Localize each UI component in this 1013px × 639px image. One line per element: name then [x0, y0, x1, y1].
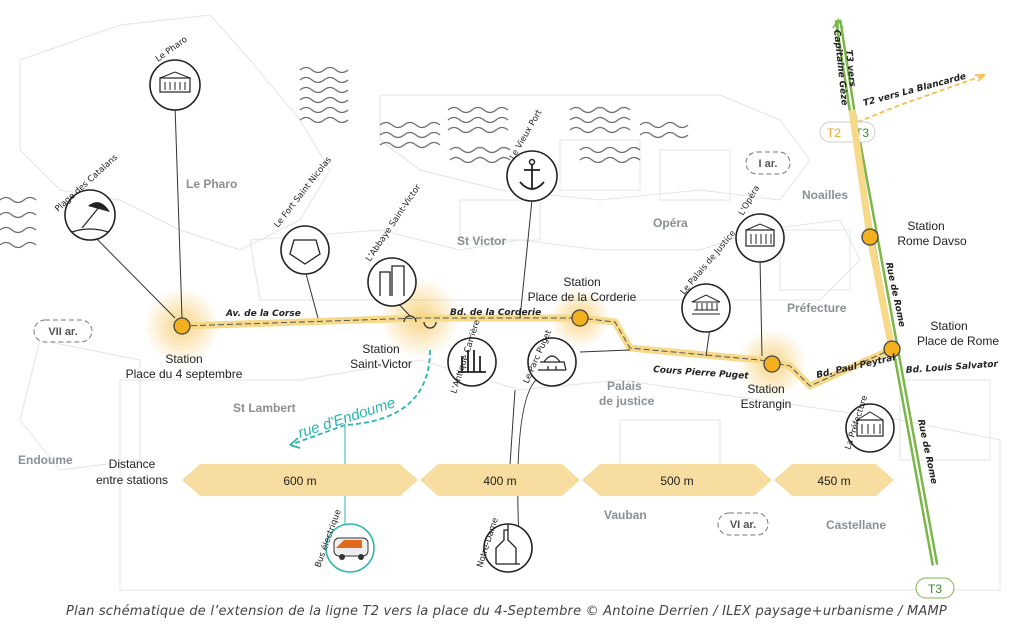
district-castellane: Castellane — [826, 518, 886, 532]
endoume-connection — [289, 349, 431, 528]
t3-bottom-badge: T3 — [915, 577, 955, 599]
district-st-victor: St Victor — [457, 234, 506, 248]
anchor-icon — [519, 164, 545, 190]
svg-text:Le Fort Saint Nicolas: Le Fort Saint Nicolas — [272, 155, 334, 230]
station-place-de-rome-marker[interactable] — [883, 340, 901, 358]
distance-value-1: 600 m — [283, 474, 316, 488]
station-place-de-rome-line1: Station — [930, 319, 967, 333]
palace-icon — [159, 77, 191, 93]
landmark-abbaye-saint-victor[interactable]: L'Abbaye Saint-Victor — [364, 182, 424, 307]
district-st-lambert: St Lambert — [233, 401, 296, 415]
district-le-pharo: Le Pharo — [186, 177, 237, 191]
distance-segment-2 — [420, 464, 580, 496]
map-caption: Plan schématique de l’extension de la li… — [66, 604, 947, 619]
station-estrangin-marker[interactable] — [763, 355, 781, 373]
basilica-icon — [495, 524, 520, 565]
distance-segment-1 — [182, 464, 418, 496]
ruins-icon — [458, 350, 486, 373]
svg-text:I ar.: I ar. — [759, 158, 778, 170]
landmark-palais-justice[interactable]: Le Palais de Justice — [679, 229, 739, 333]
fort-icon — [289, 239, 321, 265]
station-4-septembre-line2: Place du 4 septembre — [126, 367, 243, 381]
street-av-corse: Av. de la Corse — [225, 309, 301, 319]
station-estrangin-line1: Station — [747, 382, 784, 396]
distance-value-4: 450 m — [817, 474, 850, 488]
station-saint-victor-marker[interactable] — [412, 310, 428, 326]
street-bd-peytral: Bd. Paul Peytral — [815, 353, 897, 381]
landmark-le-pharo[interactable]: Le Pharo — [149, 35, 201, 111]
distance-label-line1: Distance — [109, 457, 156, 471]
district-vauban: Vauban — [604, 508, 647, 522]
arrondissement-i: I ar. — [745, 151, 791, 175]
distance-label-line2: entre stations — [96, 473, 168, 487]
arrondissement-vi: VI ar. — [717, 512, 769, 536]
landmark-prefecture[interactable]: La Préfecture — [842, 394, 895, 453]
station-saint-victor-line1: Station — [362, 342, 399, 356]
street-bd-corderie: Bd. de la Corderie — [450, 308, 541, 318]
district-noailles: Noailles — [802, 188, 848, 202]
district-de-justice: de justice — [599, 394, 655, 408]
distance-value-3: 500 m — [660, 474, 693, 488]
station-corderie-marker[interactable] — [571, 309, 589, 327]
landmark-notre-dame[interactable]: Notre-Dame — [475, 517, 533, 573]
t2-badge: T2 — [827, 126, 841, 140]
distance-bar: Distance entre stations 600 m 400 m 500 … — [96, 457, 894, 496]
courthouse-icon — [691, 294, 721, 315]
abbey-icon — [379, 265, 405, 296]
landmark-plage-catalans[interactable]: Plage des Catalans — [53, 152, 121, 241]
t2-destination-label: T2 vers La Blancarde — [862, 72, 967, 109]
beach-umbrella-icon — [81, 205, 101, 229]
svg-text:VI ar.: VI ar. — [730, 519, 756, 531]
street-bd-salvator: Bd. Louis Salvator — [906, 360, 999, 376]
district-prefecture: Préfecture — [787, 301, 847, 315]
station-corderie-line1: Station — [563, 275, 600, 289]
svg-text:L'Abbaye Saint-Victor: L'Abbaye Saint-Victor — [364, 182, 423, 263]
station-estrangin-line2: Estrangin — [741, 397, 792, 411]
landmark-bus-electrique[interactable]: Bus électrique — [312, 508, 375, 573]
park-icon — [538, 355, 567, 371]
arrondissement-vii: VII ar. — [33, 319, 93, 343]
district-endoume: Endoume — [18, 453, 73, 467]
district-palais: Palais — [607, 379, 642, 393]
station-place-de-rome-line2: Place de Rome — [917, 334, 999, 348]
t2-t3-badge: T2 T3 — [819, 121, 876, 143]
svg-text:L'Opéra: L'Opéra — [736, 183, 762, 217]
prefecture-icon — [856, 419, 884, 437]
station-4-septembre-marker[interactable] — [173, 317, 191, 335]
t2-extension-line — [181, 109, 896, 390]
svg-text:VII ar.: VII ar. — [48, 326, 77, 338]
tram-extension-map: Le Pharo St Victor Opéra Noailles Préfec… — [0, 14, 1001, 599]
svg-text:T3: T3 — [928, 582, 942, 596]
landmark-vieux-port[interactable]: Le Vieux Port — [506, 108, 558, 202]
station-rome-davso-line1: Station — [907, 219, 944, 233]
t3-destination-line1: T3 vers — [843, 49, 857, 88]
t2-blancarde-branch — [849, 74, 986, 126]
sea-waves — [0, 66, 689, 249]
station-corderie-line2: Place de la Corderie — [528, 290, 637, 304]
station-4-septembre-line1: Station — [165, 352, 202, 366]
district-opera: Opéra — [653, 216, 688, 230]
distance-segment-4 — [774, 464, 894, 496]
distance-value-2: 400 m — [483, 474, 516, 488]
city-background — [19, 14, 1001, 591]
station-saint-victor-line2: Saint-Victor — [350, 357, 412, 371]
opera-icon — [745, 229, 775, 247]
station-rome-davso-line2: Rome Davso — [897, 234, 967, 248]
station-rome-davso-marker[interactable] — [861, 228, 879, 246]
distance-segment-3 — [582, 464, 772, 496]
street-cours-puget: Cours Pierre Puget — [653, 365, 750, 382]
